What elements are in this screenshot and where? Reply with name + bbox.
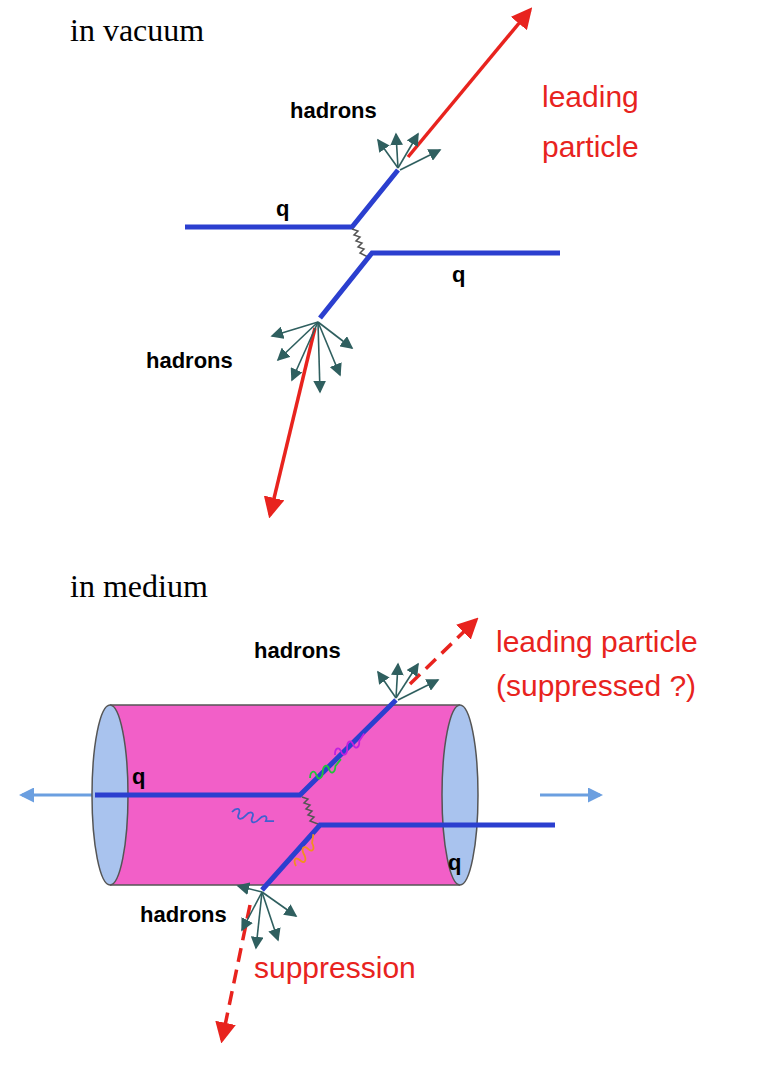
quark-label: q: [276, 196, 289, 221]
quark-label: q: [132, 764, 145, 789]
hadrons-label: hadrons: [146, 348, 233, 373]
hadrons-label: hadrons: [290, 98, 377, 123]
hadrons-label: hadrons: [140, 902, 227, 927]
suppression-label: suppression: [254, 950, 416, 985]
leading-particle-label: leading particle: [542, 72, 682, 172]
quark-label: q: [452, 262, 465, 287]
quark-label: q: [448, 850, 461, 875]
panel-title: in medium: [70, 568, 208, 605]
panel-title: in vacuum: [70, 12, 204, 49]
hadrons-label: hadrons: [254, 638, 341, 663]
leading-particle-label: leading particle (suppressed ?): [496, 620, 726, 708]
vacuum-scattering: [185, 10, 560, 515]
